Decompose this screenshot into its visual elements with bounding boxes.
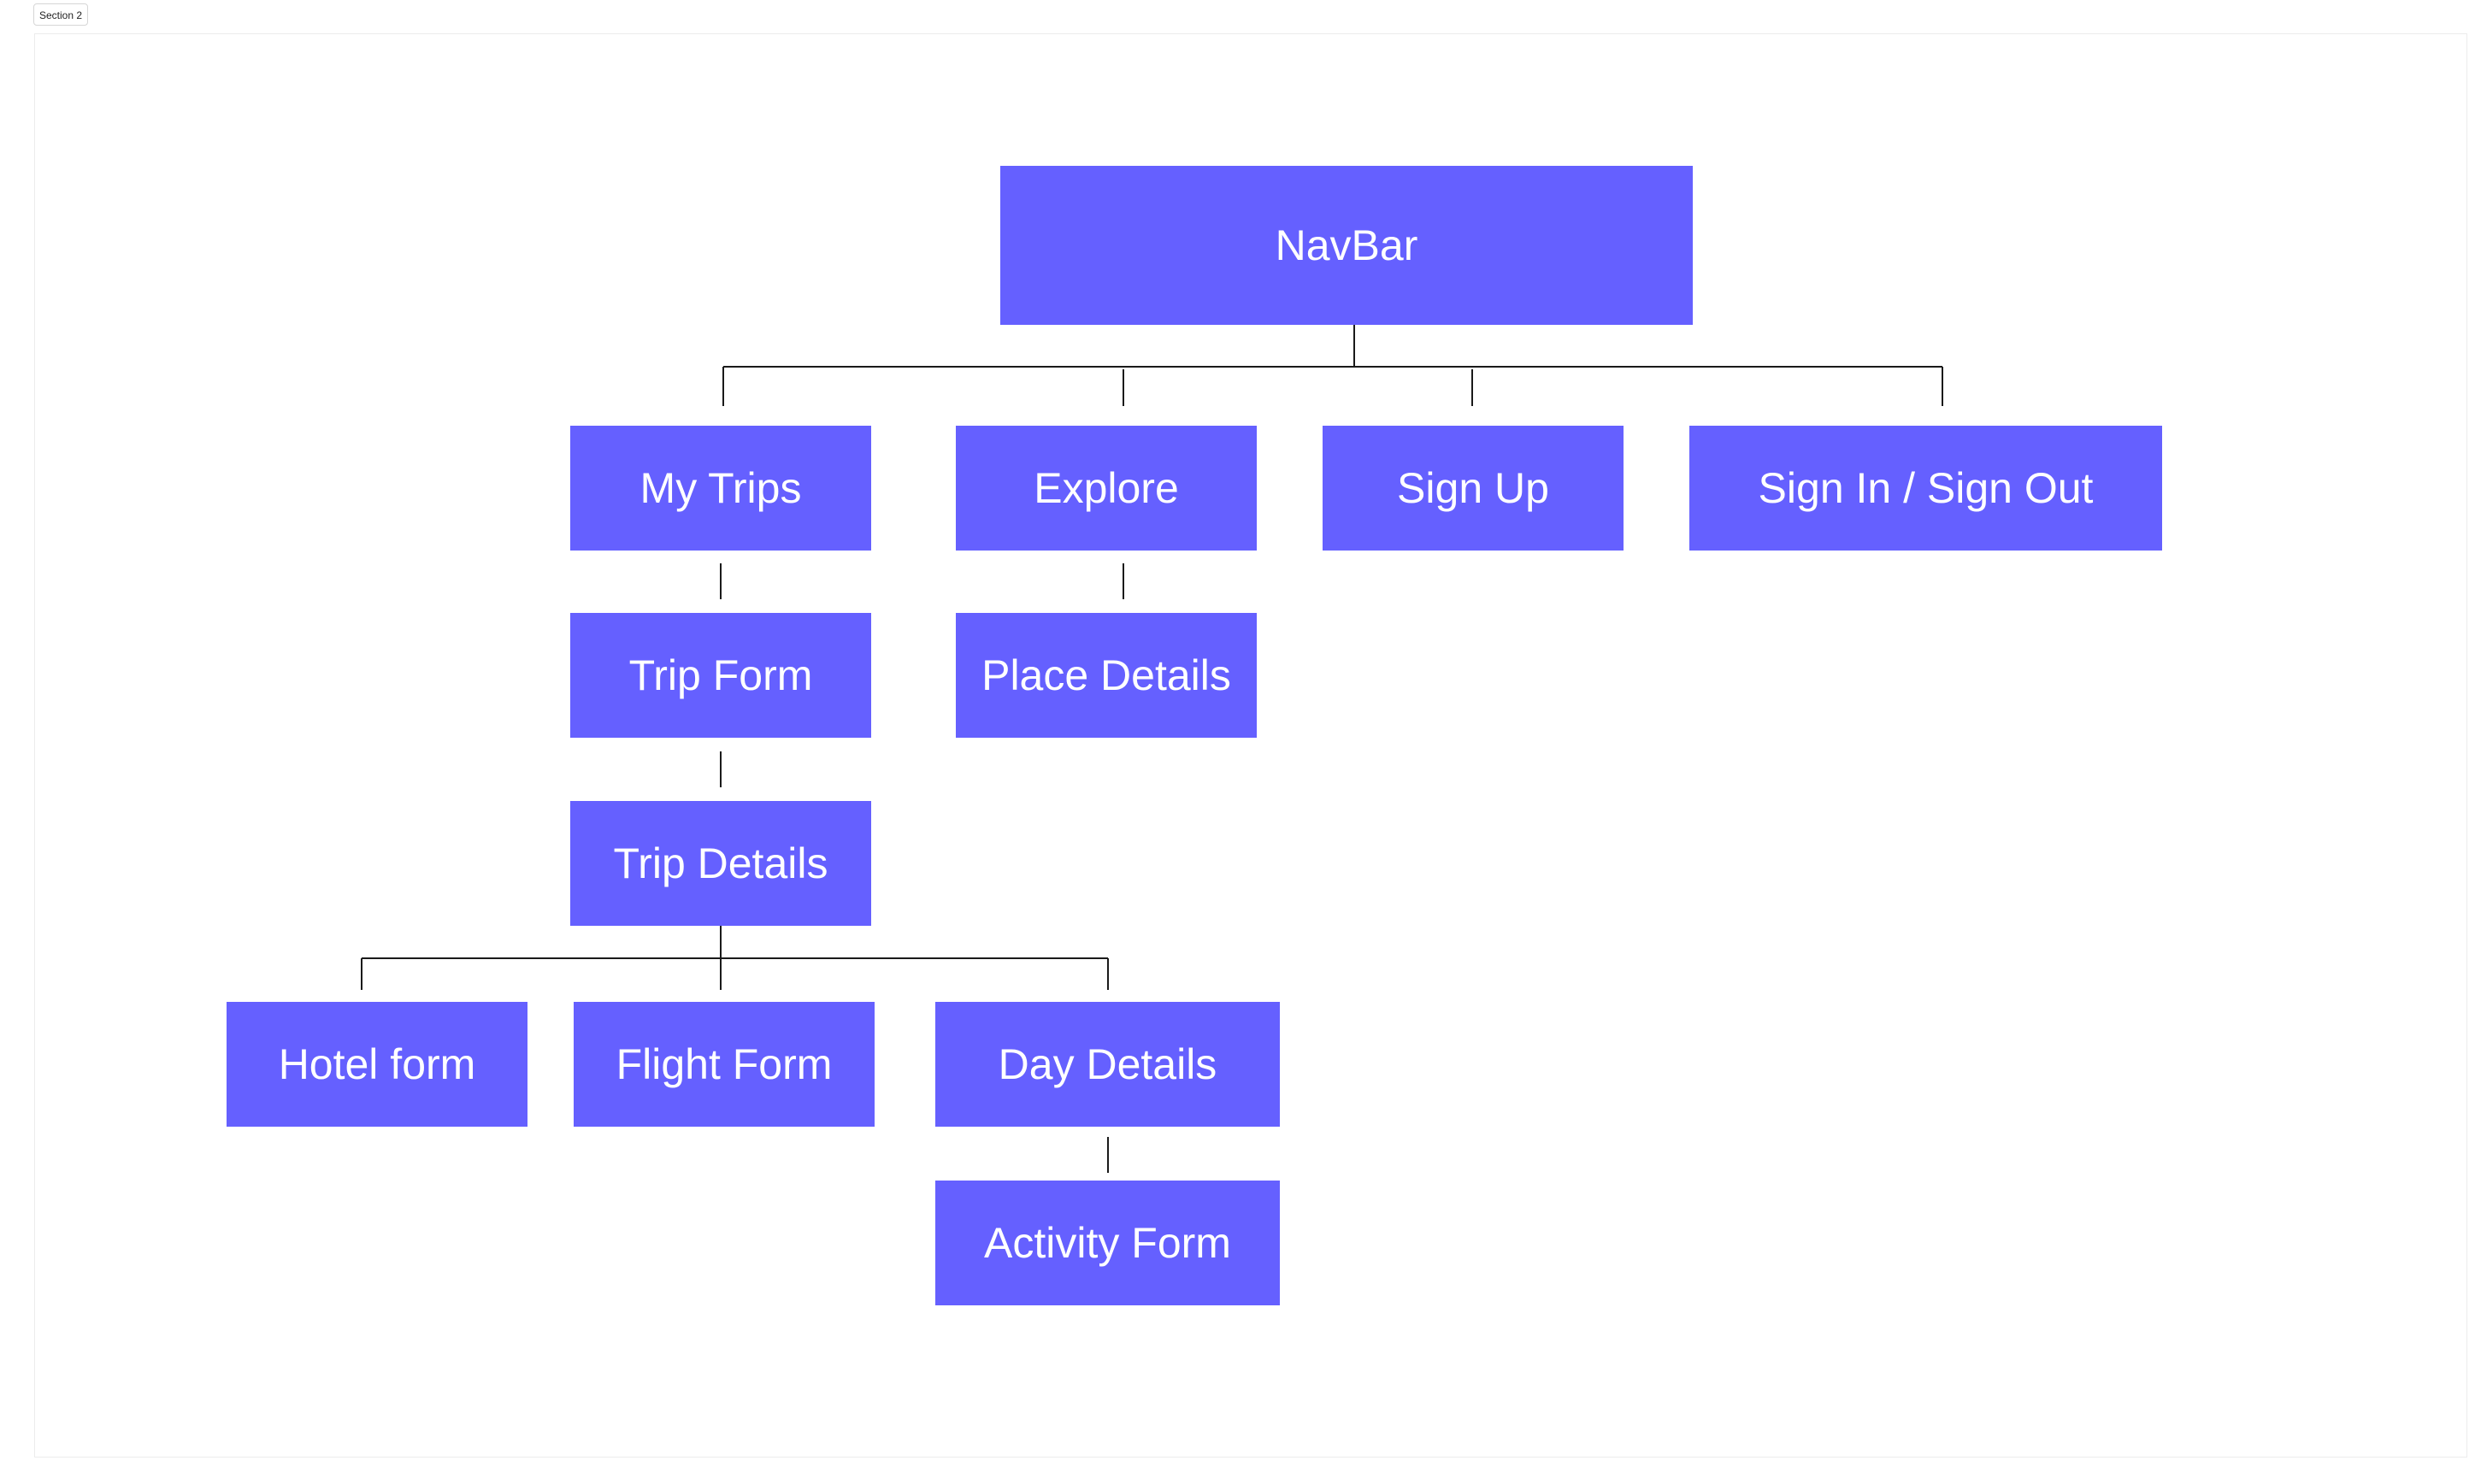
node-trip-form[interactable]: Trip Form xyxy=(570,613,871,738)
node-day-details-label: Day Details xyxy=(998,1040,1217,1088)
node-sign-in-out[interactable]: Sign In / Sign Out xyxy=(1689,426,2162,551)
node-my-trips[interactable]: My Trips xyxy=(570,426,871,551)
node-sign-in-out-label: Sign In / Sign Out xyxy=(1758,464,2094,512)
node-trip-form-label: Trip Form xyxy=(628,651,813,699)
node-place-details[interactable]: Place Details xyxy=(956,613,1257,738)
node-sign-up[interactable]: Sign Up xyxy=(1323,426,1624,551)
node-explore-label: Explore xyxy=(1034,464,1179,512)
node-navbar[interactable]: NavBar xyxy=(1000,166,1693,325)
node-hotel-form[interactable]: Hotel form xyxy=(227,1002,527,1127)
node-explore[interactable]: Explore xyxy=(956,426,1257,551)
node-hotel-form-label: Hotel form xyxy=(278,1040,476,1088)
node-flight-form-label: Flight Form xyxy=(616,1040,833,1088)
node-flight-form[interactable]: Flight Form xyxy=(574,1002,875,1127)
node-activity-form-label: Activity Form xyxy=(984,1219,1231,1267)
node-navbar-label: NavBar xyxy=(1275,221,1418,269)
node-day-details[interactable]: Day Details xyxy=(935,1002,1280,1127)
node-place-details-label: Place Details xyxy=(981,651,1231,699)
section-label[interactable]: Section 2 xyxy=(33,3,89,26)
node-sign-up-label: Sign Up xyxy=(1397,464,1549,512)
node-trip-details-label: Trip Details xyxy=(613,839,828,887)
node-my-trips-label: My Trips xyxy=(639,464,802,512)
node-trip-details[interactable]: Trip Details xyxy=(570,801,871,926)
node-activity-form[interactable]: Activity Form xyxy=(935,1181,1280,1305)
